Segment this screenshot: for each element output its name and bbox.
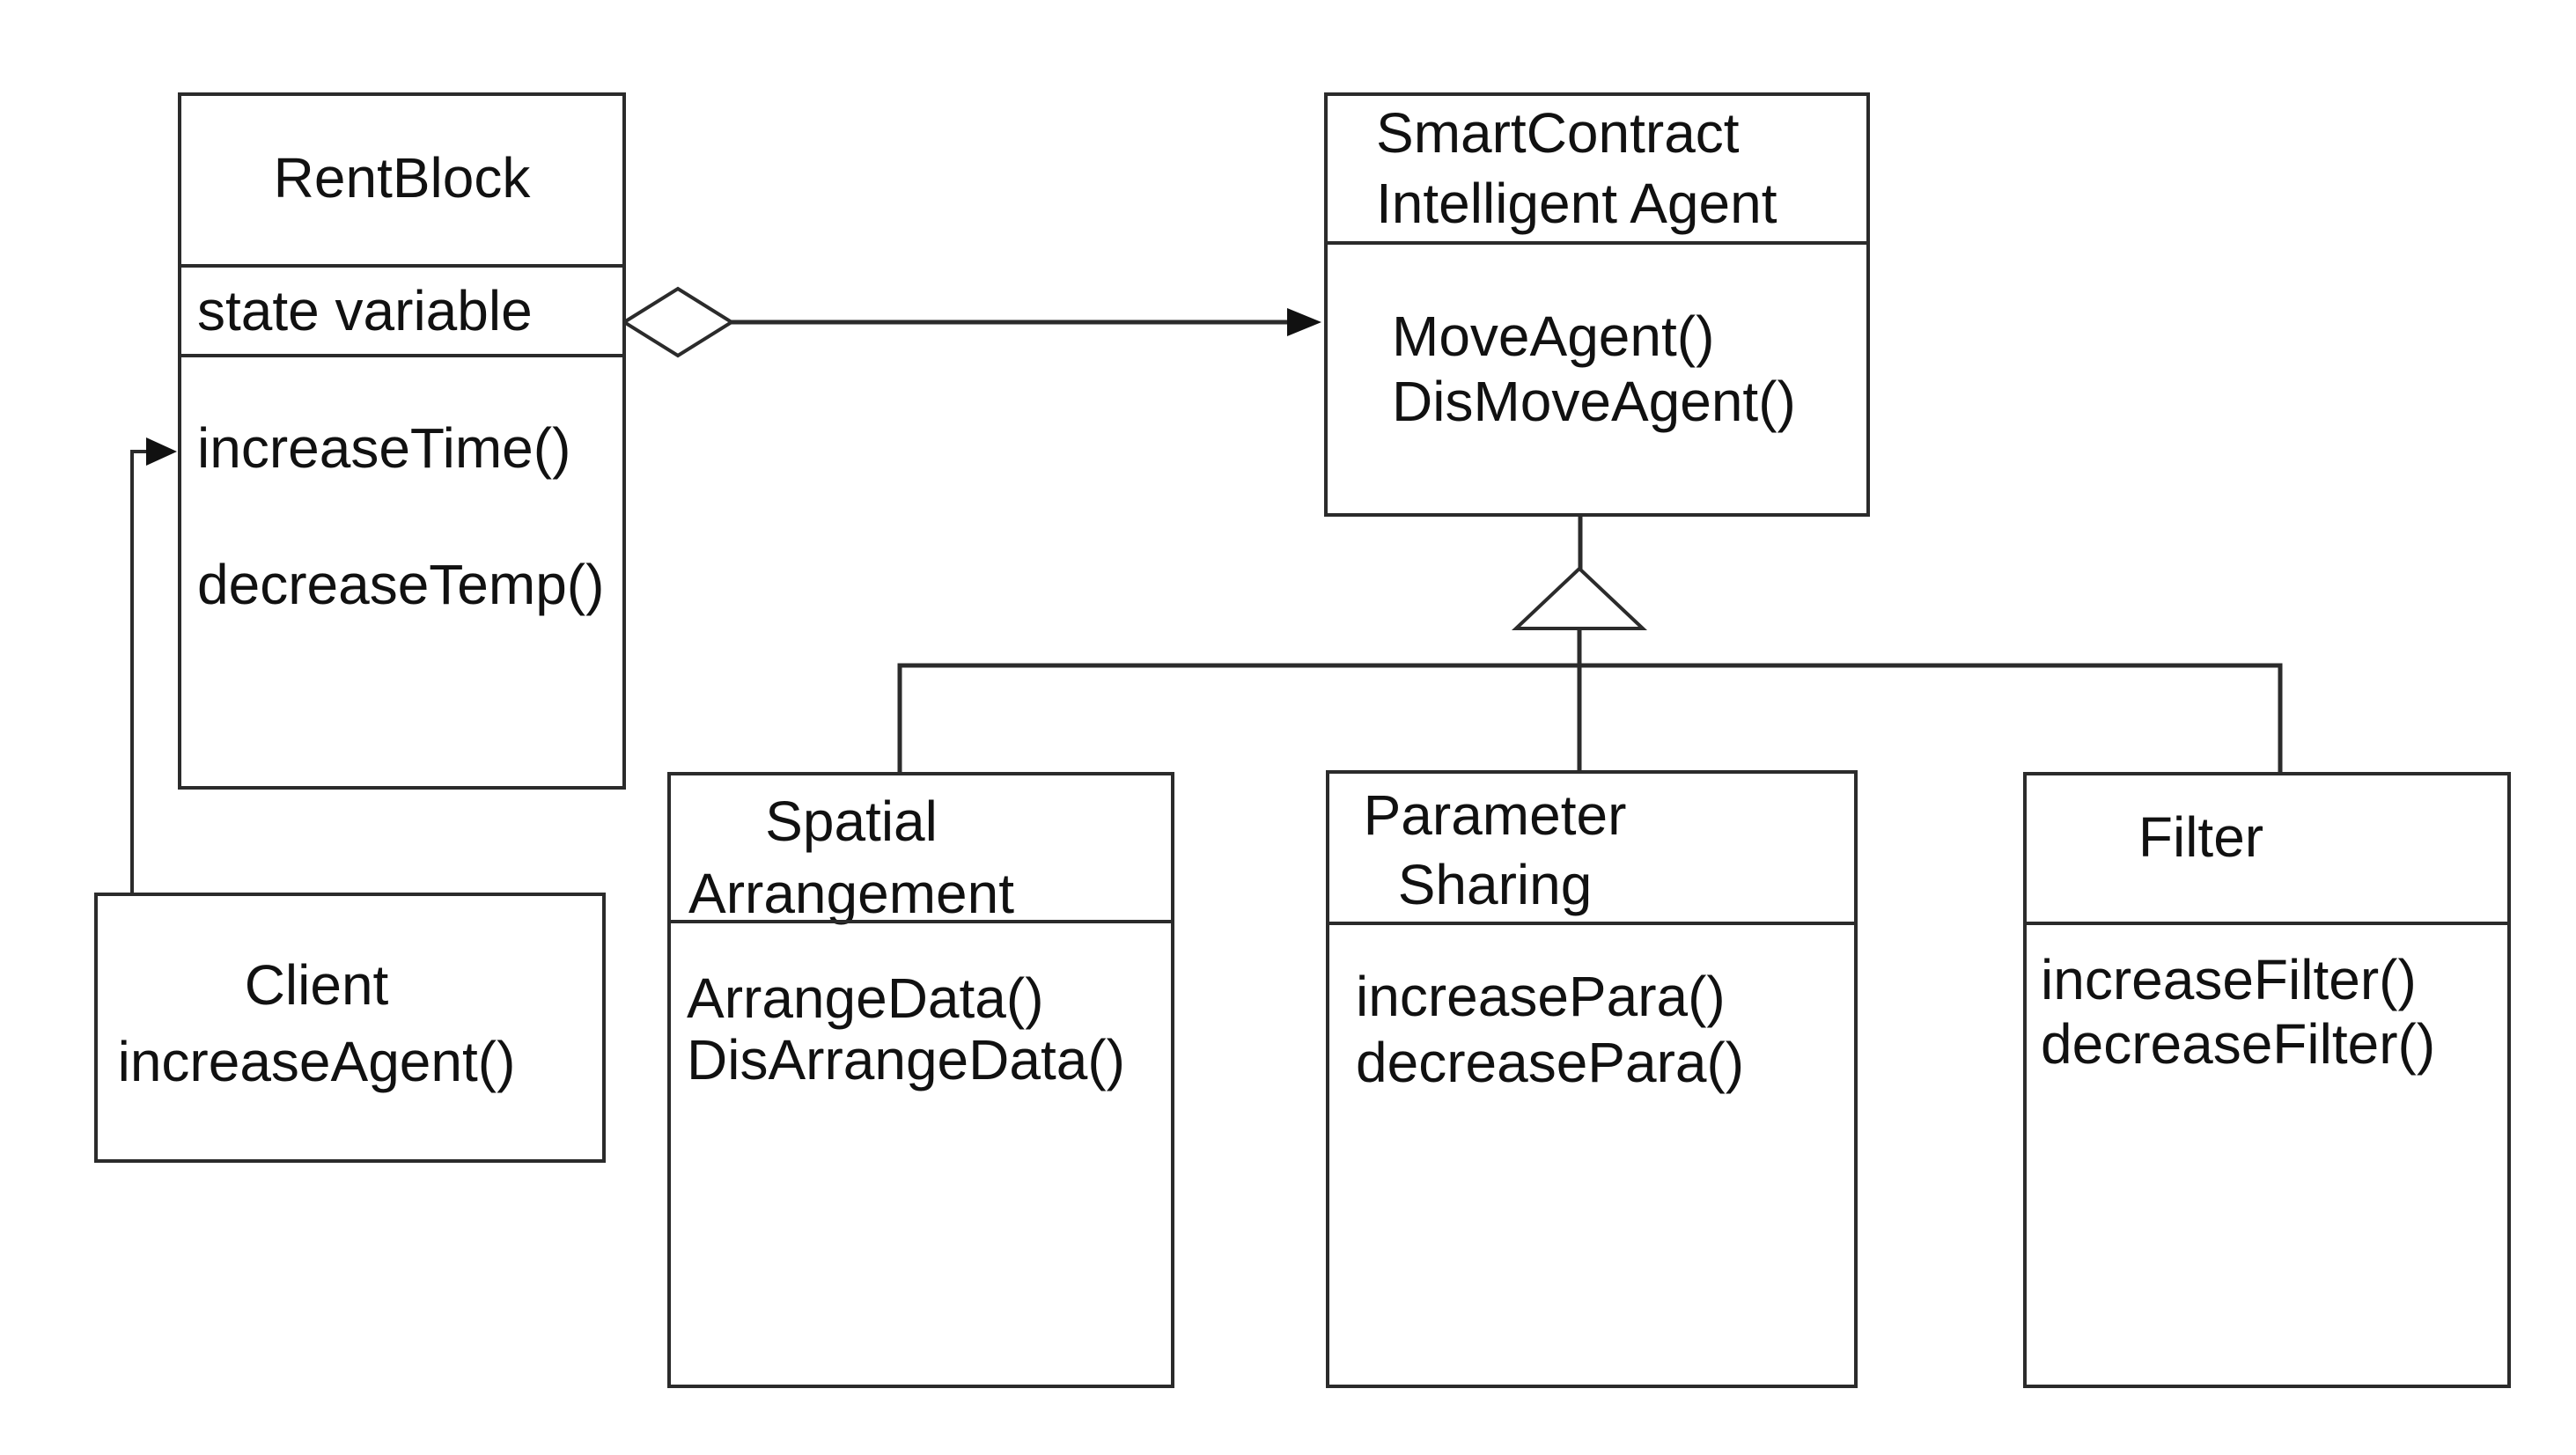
smartcontract-title-line1: SmartContract bbox=[1376, 101, 1740, 165]
filter-method-increasefilter: increaseFilter() bbox=[2041, 948, 2417, 1011]
spatial-divider bbox=[671, 920, 1171, 923]
client-association-arrowhead-icon bbox=[146, 437, 177, 466]
filter-divider bbox=[2027, 922, 2507, 925]
parameter-title-line2: Sharing bbox=[1397, 853, 1593, 916]
client-association-line bbox=[130, 450, 150, 894]
rentblock-divider-2 bbox=[181, 354, 622, 357]
parameter-title-line1: Parameter bbox=[1363, 783, 1627, 847]
filter-title: Filter bbox=[2138, 805, 2264, 869]
generalization-bus-line bbox=[897, 663, 2283, 772]
filter-method-decreasefilter: decreaseFilter() bbox=[2041, 1012, 2436, 1076]
generalization-triangle-icon bbox=[1511, 566, 1648, 630]
rentblock-method-increasetime: increaseTime() bbox=[197, 416, 571, 480]
smartcontract-title-line2: Intelligent Agent bbox=[1376, 172, 1777, 235]
parameter-method-decreasepara: decreasePara() bbox=[1356, 1031, 1745, 1094]
rentblock-divider-1 bbox=[181, 264, 622, 268]
class-filter: Filter increaseFilter() decreaseFilter() bbox=[2023, 772, 2511, 1388]
class-parameter-sharing: Parameter Sharing increasePara() decreas… bbox=[1326, 770, 1858, 1388]
client-title: Client bbox=[244, 953, 389, 1017]
rentblock-title: RentBlock bbox=[273, 146, 531, 209]
spatial-title-line2: Arrangement bbox=[688, 862, 1014, 925]
parameter-method-increasepara: increasePara() bbox=[1356, 965, 1726, 1028]
spatial-method-disarrangedata: DisArrangeData() bbox=[687, 1028, 1125, 1091]
client-method-increaseagent: increaseAgent() bbox=[117, 1030, 516, 1093]
spatial-method-arrangedata: ArrangeData() bbox=[687, 966, 1044, 1030]
rentblock-attribute: state variable bbox=[197, 279, 533, 342]
smartcontract-method-dismoveagent: DisMoveAgent() bbox=[1392, 370, 1796, 433]
smartcontract-divider bbox=[1328, 241, 1866, 245]
class-client: Client increaseAgent() bbox=[94, 893, 606, 1163]
class-smartcontract-intelligent-agent: SmartContract Intelligent Agent MoveAgen… bbox=[1324, 92, 1870, 517]
class-spatial-arrangement: Spatial Arrangement ArrangeData() DisArr… bbox=[667, 772, 1174, 1388]
spatial-title-line1: Spatial bbox=[765, 790, 938, 853]
aggregation-diamond-icon bbox=[621, 286, 735, 358]
smartcontract-method-moveagent: MoveAgent() bbox=[1392, 305, 1715, 368]
class-rentblock: RentBlock state variable increaseTime() … bbox=[178, 92, 626, 790]
rentblock-method-decreasetemp: decreaseTemp() bbox=[197, 553, 605, 616]
aggregation-association-arrowhead-icon bbox=[1287, 308, 1321, 336]
parameter-divider bbox=[1329, 922, 1854, 925]
